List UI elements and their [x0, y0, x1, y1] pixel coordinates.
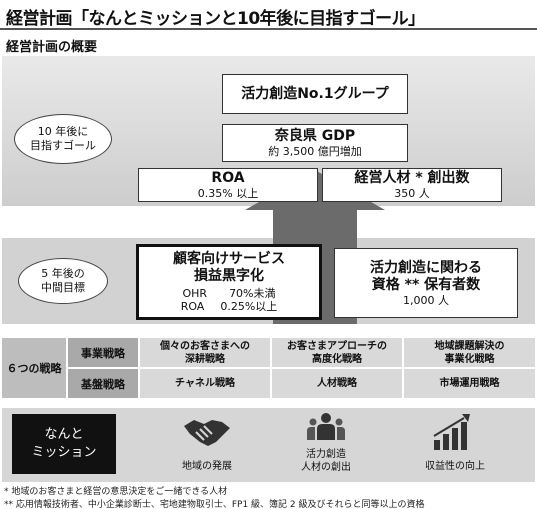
- strategies-label: ６つの戦略: [2, 338, 66, 398]
- goal-10y-oval: 10 年後に 目指すゴール: [14, 114, 112, 164]
- mission-label-line: なんと: [44, 427, 84, 442]
- oval-line: 5 年後の: [41, 267, 85, 280]
- mission-item-label: 地域の発展: [160, 460, 254, 473]
- qualification-box: 活力創造に関わる 資格 ** 保有者数 1,000 人: [334, 248, 518, 318]
- strategy-cell-deep: 個々のお客さまへの 深耕戦略: [140, 338, 270, 367]
- ohr-label: OHR: [182, 287, 208, 300]
- strategy-cell-line: 市場運用戦略: [439, 378, 500, 389]
- section-subtitle: 経営計画の概要: [6, 40, 98, 55]
- talent-title: 経営人材 * 創出数: [354, 170, 470, 186]
- footnote-1: * 地域のお客さまと経営の意思決定をご一緒できる人材: [4, 487, 228, 497]
- people-icon: [306, 412, 346, 440]
- roa-sub: 0.35% 以上: [197, 187, 259, 200]
- foundation-strategy-label-text: 基盤戦略: [81, 377, 125, 391]
- top-goal-box: 活力創造No.1グループ: [222, 74, 408, 114]
- strategy-cell-market: 市場運用戦略: [404, 369, 535, 398]
- strategy-cell-line: 高度化戦略: [312, 353, 362, 365]
- gdp-sub: 約 3,500 億円増加: [268, 145, 362, 158]
- customer-title-line: 損益黒字化: [194, 268, 264, 284]
- oval-line: 10 年後に: [37, 125, 89, 138]
- strategy-cell-line: 事業化戦略: [444, 353, 495, 365]
- strategy-cell-line: 深耕戦略: [185, 353, 225, 365]
- roa-row: ROA 0.25%以上: [181, 300, 278, 313]
- mission-item-label: 活力創造 人材の創出: [276, 448, 376, 474]
- strategy-cell-channel: チャネル戦略: [140, 369, 270, 398]
- roa-label: ROA: [180, 300, 205, 313]
- strategy-cell-line: 人材戦略: [317, 378, 357, 389]
- mission-item-label-line: 収益性の向上: [425, 461, 485, 472]
- handshake-icon: [182, 412, 232, 450]
- talent-sub: 350 人: [394, 187, 430, 200]
- roa-box: ROA 0.35% 以上: [138, 168, 318, 202]
- mission-item-label-line: 人材の創出: [301, 462, 351, 473]
- mid-5y-oval: 5 年後の 中間目標: [18, 258, 108, 304]
- strategy-cell-line: チャネル戦略: [175, 378, 235, 389]
- qualification-sub: 1,000 人: [403, 293, 449, 307]
- roa-value: 0.25%以上: [220, 300, 278, 313]
- mission-item-label: 収益性の向上: [406, 460, 504, 473]
- strategy-cell-regional: 地域課題解決の 事業化戦略: [404, 338, 535, 367]
- qualification-title-line: 活力創造に関わる: [370, 259, 482, 276]
- strategies-label-text: ６つの戦略: [6, 362, 62, 375]
- strategy-cell-approach: お客さまアプローチの 高度化戦略: [272, 338, 402, 367]
- mission-item-label-line: 地域の発展: [182, 461, 232, 472]
- qualification-title-line: 資格 ** 保有者数: [371, 276, 481, 293]
- business-strategy-label: 事業戦略: [68, 338, 138, 367]
- strategy-cell-hr: 人材戦略: [272, 369, 402, 398]
- strategy-cell-line: 地域課題解決の: [434, 340, 505, 352]
- title-rule: [0, 28, 537, 30]
- strategy-cell-line: お客さまアプローチの: [287, 340, 387, 352]
- oval-line: 目指すゴール: [30, 139, 96, 152]
- customer-title-line: 顧客向けサービス: [173, 251, 285, 267]
- top-goal-text: 活力創造No.1グループ: [241, 85, 389, 102]
- gdp-box: 奈良県 GDP 約 3,500 億円増加: [222, 124, 408, 162]
- page-title: 経営計画「なんとミッションと10年後に目指すゴール」: [6, 9, 425, 29]
- foundation-strategy-label: 基盤戦略: [68, 369, 138, 398]
- roa-title: ROA: [211, 170, 245, 186]
- growth-chart-icon: [430, 412, 480, 452]
- mission-label-box: なんと ミッション: [12, 414, 116, 474]
- footnote-2: ** 応用情報技術者、中小企業診断士、宅地建物取引士、FP1 級、簿記 2 級及…: [4, 500, 425, 509]
- ohr-row: OHR 70%未満: [182, 287, 275, 300]
- mission-label-line: ミッション: [31, 445, 97, 460]
- oval-line: 中間目標: [41, 281, 85, 294]
- customer-service-box: 顧客向けサービス 損益黒字化 OHR 70%未満 ROA 0.25%以上: [136, 244, 322, 320]
- gdp-title: 奈良県 GDP: [274, 128, 356, 144]
- mission-item-label-line: 活力創造: [306, 449, 346, 460]
- strategy-cell-line: 個々のお客さまへの: [160, 340, 250, 352]
- talent-box: 経営人材 * 創出数 350 人: [322, 168, 502, 202]
- ohr-value: 70%未満: [229, 287, 276, 300]
- business-strategy-label-text: 事業戦略: [81, 346, 125, 360]
